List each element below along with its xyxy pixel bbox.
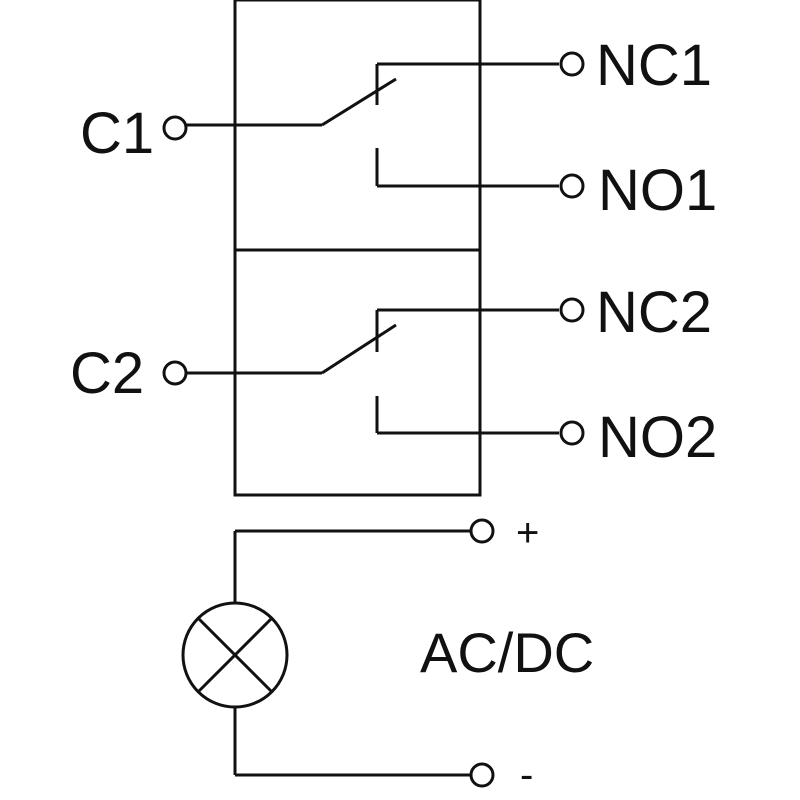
coil-circuit: + - AC/DC <box>181 511 594 797</box>
relay-outer-box <box>233 0 482 497</box>
nc1-label: NC1 <box>596 33 712 98</box>
c2-terminal <box>162 360 188 386</box>
contact-set-2: C2 NC2 NO2 <box>70 280 717 470</box>
supply-type-label: AC/DC <box>420 621 594 684</box>
no2-label: NO2 <box>598 405 717 470</box>
c2-label: C2 <box>70 341 144 406</box>
indicator-lamp-icon <box>181 601 289 709</box>
nc2-label: NC2 <box>596 280 712 345</box>
positive-terminal <box>469 518 495 544</box>
negative-terminal <box>469 762 495 788</box>
negative-label: - <box>520 753 533 797</box>
relay-housing <box>233 0 482 497</box>
c1-terminal <box>162 115 188 141</box>
nc2-terminal <box>559 297 585 323</box>
no1-label: NO1 <box>598 158 717 223</box>
c1-label: C1 <box>80 101 154 166</box>
nc1-terminal <box>559 51 585 77</box>
contact-set-1: C1 NC1 NO1 <box>80 33 717 223</box>
no2-terminal <box>559 420 585 446</box>
c1-switch-blade <box>321 77 397 127</box>
no1-terminal <box>559 173 585 199</box>
positive-label: + <box>516 511 539 555</box>
c2-switch-blade <box>321 323 397 375</box>
